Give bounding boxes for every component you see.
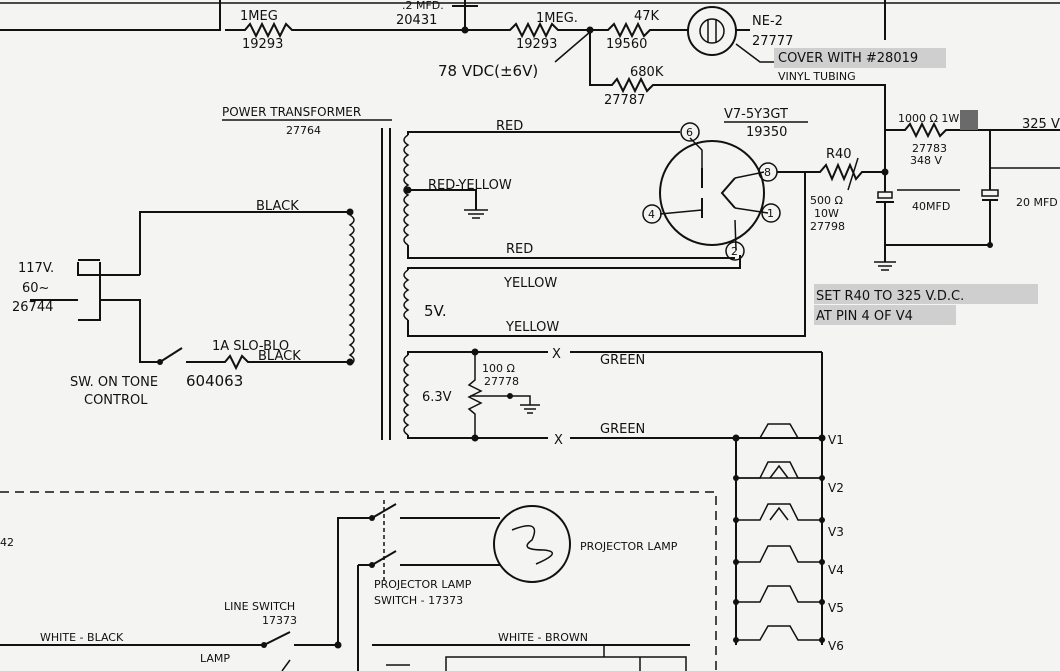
- r40-label: R40: [826, 147, 852, 162]
- x-mark-1: X: [552, 347, 561, 362]
- lead-green2-label: GREEN: [600, 422, 645, 437]
- pin-4-label: 4: [648, 208, 655, 221]
- lead-green1-label: GREEN: [600, 353, 645, 368]
- left-edge-number: 42: [0, 536, 14, 549]
- pin-1-label: 1: [767, 207, 774, 220]
- pin-8-label: 8: [764, 166, 771, 179]
- r4-part-label: 27787: [604, 93, 645, 108]
- r4-value-label: 680K: [630, 65, 664, 80]
- heater-v2: [736, 461, 822, 479]
- heater-label-v3: V3: [828, 525, 844, 539]
- pin-4-marker: [642, 204, 662, 224]
- lead-yellow2-label: YELLOW: [505, 320, 559, 335]
- resistor-highlight: [960, 110, 978, 130]
- heater-label-v2: V2: [828, 481, 844, 495]
- projector-lamp-symbol: [493, 505, 571, 583]
- cap-20mfd-label: 20 MFD: [1016, 196, 1058, 209]
- primary-circuit: BLACK BLACK 117V. 60~ 26744 1A SLO-BLO 6…: [12, 199, 354, 408]
- transformer-part: 27764: [286, 124, 321, 137]
- heater-label-v5: V5: [828, 601, 844, 615]
- pot-value-label: 100 Ω: [482, 362, 515, 375]
- line-switch-label: LINE SWITCH: [224, 600, 295, 613]
- switch-label-2: CONTROL: [84, 393, 148, 408]
- lower-section: 42 PROJECTOR LAMP PROJECTOR LAMP SWITCH …: [0, 491, 717, 671]
- filter-resistor-voltage: 348 V: [910, 154, 942, 167]
- lamp-switch-label: PROJECTOR LAMP: [374, 578, 472, 591]
- fuse-part-label: 604063: [186, 372, 243, 390]
- top-section: 1MEG 19293 .2 MFD. 20431 1MEG. 19293 47K…: [0, 0, 1060, 120]
- lamp-label: LAMP: [200, 652, 230, 665]
- lead-red-label: RED: [496, 119, 523, 134]
- r2-value-label: 1MEG.: [536, 11, 578, 26]
- cover-note-highlight: [774, 48, 946, 68]
- heater-v6: [733, 625, 825, 643]
- r2-part-label: 19293: [516, 37, 557, 52]
- r1-value-label: 1MEG: [240, 9, 278, 24]
- note-highlight-1: [814, 284, 1038, 304]
- line-voltage-label: 117V.: [18, 261, 54, 276]
- pin-2-label: 2: [731, 245, 738, 258]
- heater-v5: [733, 585, 825, 605]
- vinyl-note: VINYL TUBING: [778, 70, 856, 83]
- pin-6-marker: [680, 122, 700, 142]
- lead-yellow1-label: YELLOW: [503, 276, 557, 291]
- pot-part-label: 27778: [484, 375, 519, 388]
- r40-part-label: 27798: [810, 220, 845, 233]
- heater-label-v4: V4: [828, 563, 844, 577]
- rectifier-section: V7-5Y3GT 19350 6 8 4 1 2 R40 500 Ω 10W 2…: [642, 107, 1060, 325]
- heater-string: V1 V2 V3 V4 V5 V6: [732, 423, 844, 653]
- six-volt-label: 6.3V: [422, 390, 452, 405]
- switch-label: SW. ON TONE: [70, 375, 158, 390]
- pin-2-marker: [725, 241, 745, 261]
- r40-watt-label: 10W: [814, 207, 839, 220]
- primary-black2-label: BLACK: [258, 349, 301, 364]
- white-brown-label: WHITE - BROWN: [498, 631, 588, 644]
- cover-note: COVER WITH #28019: [778, 51, 918, 66]
- heater-v3: [733, 503, 825, 523]
- voltage-note: 78 VDC(±6V): [438, 62, 538, 80]
- lead-red-yellow-label: RED-YELLOW: [428, 178, 512, 193]
- power-transformer: POWER TRANSFORMER 27764: [222, 105, 823, 448]
- r1-part-label: 19293: [242, 37, 283, 52]
- r3-part-label: 19560: [606, 37, 647, 52]
- transformer-title: POWER TRANSFORMER: [222, 105, 361, 119]
- fuse-label: 1A SLO-BLO: [212, 339, 289, 354]
- five-volt-label: 5V.: [424, 302, 447, 320]
- line-part-label: 26744: [12, 300, 53, 315]
- cap-40mfd-label: 40MFD: [912, 200, 950, 213]
- neon-part-label: 27777: [752, 34, 793, 49]
- cap-part-label: 20431: [396, 13, 437, 28]
- projector-lamp-label: PROJECTOR LAMP: [580, 540, 678, 553]
- x-mark-2: X: [554, 433, 563, 448]
- r3-value-label: 47K: [634, 9, 660, 24]
- r40-value-label: 500 Ω: [810, 194, 843, 207]
- heater-v1: [733, 423, 825, 481]
- pin-1-marker: [761, 203, 781, 223]
- heater-label-v6: V6: [828, 639, 844, 653]
- pin-6-label: 6: [686, 126, 693, 139]
- white-black-label: WHITE - BLACK: [40, 631, 124, 644]
- primary-black-label: BLACK: [256, 199, 299, 214]
- filter-resistor-value: 1000 Ω 1W: [898, 112, 959, 125]
- tube-part-label: 19350: [746, 125, 787, 140]
- tube-label: V7-5Y3GT: [724, 107, 788, 122]
- set-r40-note: SET R40 TO 325 V.D.C.: [816, 289, 964, 304]
- output-voltage-label: 325 V: [1022, 117, 1060, 132]
- pin-note: AT PIN 4 OF V4: [816, 309, 913, 324]
- lamp-switch-part: SWITCH - 17373: [374, 594, 463, 607]
- line-frequency-label: 60~: [22, 281, 49, 296]
- filter-resistor-part: 27783: [912, 142, 947, 155]
- cap-value-label: .2 MFD.: [402, 0, 444, 12]
- lead-red2-label: RED: [506, 242, 533, 257]
- line-switch-part: 17373: [262, 614, 297, 627]
- neon-label: NE-2: [752, 14, 783, 29]
- heater-v4: [733, 545, 825, 565]
- heater-label-v1: V1: [828, 433, 844, 447]
- note-highlight-2: [814, 305, 956, 325]
